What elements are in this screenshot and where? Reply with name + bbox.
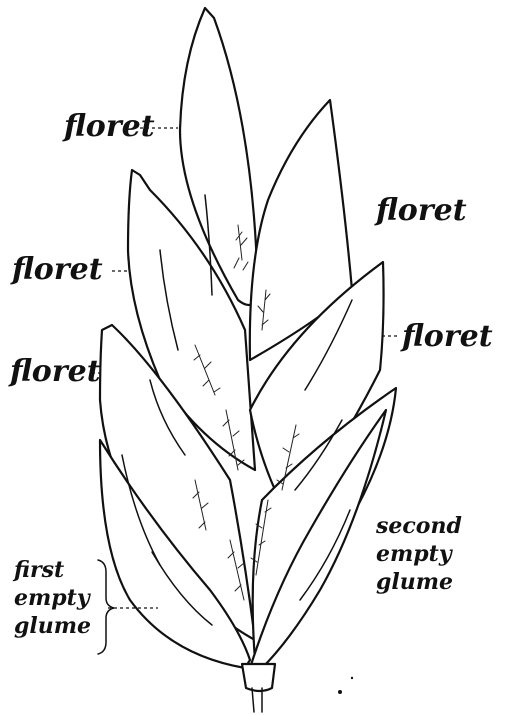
label-floret-top-left: floret	[64, 112, 155, 142]
label-second-empty-glume-line-3: glume	[376, 568, 462, 596]
ink-speck	[338, 690, 342, 694]
label-floret-mid-right: floret	[402, 322, 493, 352]
brace	[98, 560, 114, 654]
label-first-empty-glume-line-3: glume	[14, 612, 91, 640]
label-second-empty-glume-line-1: second	[376, 512, 462, 540]
label-floret-top-right: floret	[376, 196, 467, 226]
label-first-empty-glume: first empty glume	[14, 556, 91, 640]
label-first-empty-glume-line-2: empty	[14, 584, 91, 612]
label-first-empty-glume-line-1: first	[14, 556, 91, 584]
label-floret-lower-left: floret	[10, 357, 101, 387]
label-second-empty-glume-line-2: empty	[376, 540, 462, 568]
label-second-empty-glume: second empty glume	[376, 512, 462, 596]
label-floret-mid-left: floret	[12, 255, 103, 285]
stalk	[242, 664, 275, 691]
ink-speck	[351, 677, 353, 679]
